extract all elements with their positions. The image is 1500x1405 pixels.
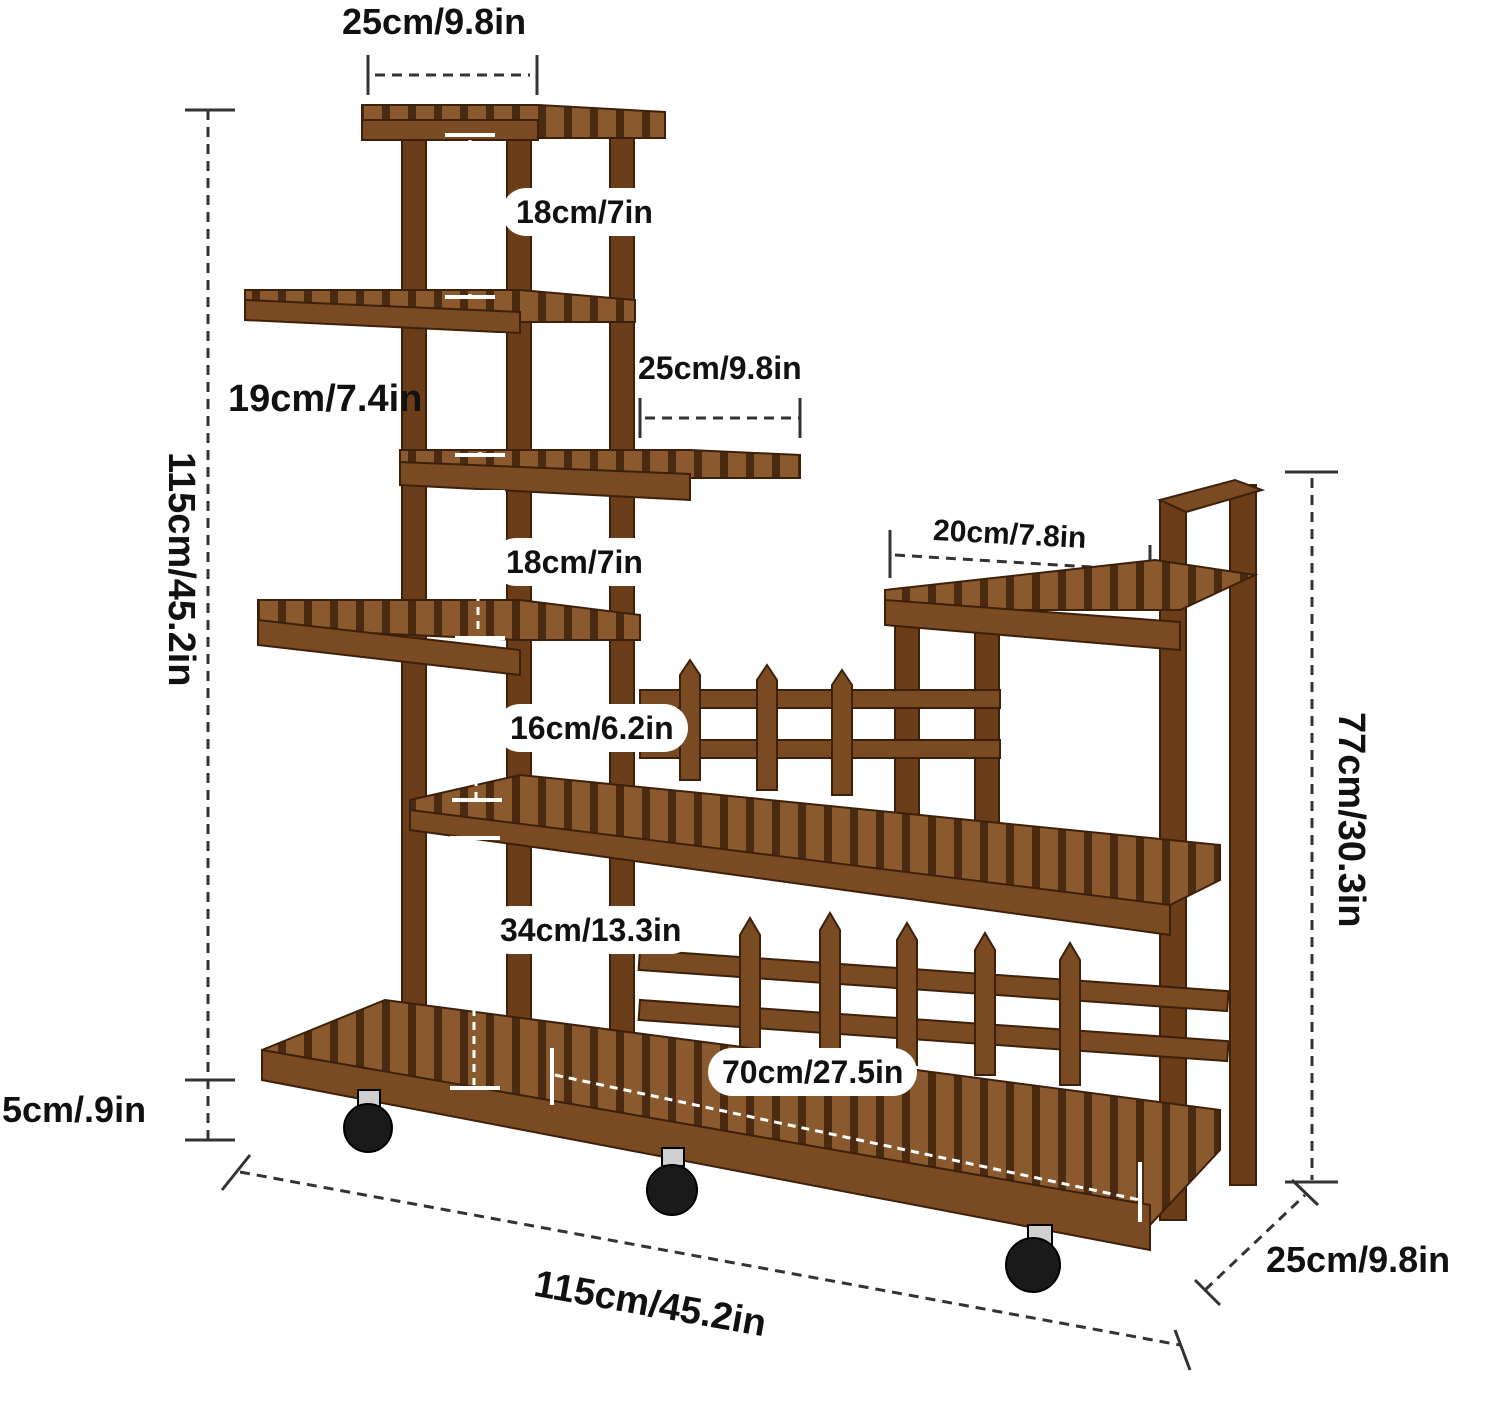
- fourth-shelf: [257, 599, 641, 677]
- caster-wheels: [343, 1089, 1061, 1293]
- depth-line: [1203, 1193, 1307, 1292]
- gap-third-label: 18cm/7in: [492, 538, 657, 586]
- gap-second-label: 19cm/7.4in: [228, 378, 423, 420]
- lower-fence: [637, 911, 1230, 1086]
- middle-width-label: 25cm/9.8in: [638, 350, 802, 386]
- total-height-label: 115cm/45.2in: [160, 452, 202, 687]
- right-height-label: 77cm/30.3in: [1330, 712, 1372, 928]
- gap-bottom-label: 34cm/13.3in: [486, 906, 696, 954]
- total-width-line: [239, 1170, 1181, 1347]
- gap-fourth-label: 16cm/6.2in: [496, 704, 688, 752]
- upper-fence: [639, 658, 1001, 796]
- top-shelf: [361, 104, 666, 141]
- second-shelf: [244, 289, 636, 335]
- middle-long-shelf: [409, 773, 1221, 937]
- right-top-shelf: [884, 558, 1259, 652]
- wheel-height-label: 5cm/.9in: [2, 1089, 147, 1130]
- inner-bottom-width-label: 70cm/27.5in: [708, 1048, 918, 1096]
- depth-label: 25cm/9.8in: [1266, 1239, 1451, 1280]
- gap-top-label: 18cm/7in: [502, 188, 667, 236]
- bottom-shelf: [261, 998, 1221, 1252]
- top-width-label: 25cm/9.8in: [342, 1, 527, 42]
- inner-guide-lines: [468, 140, 1141, 1202]
- inner-guide-caps: [445, 133, 1142, 1222]
